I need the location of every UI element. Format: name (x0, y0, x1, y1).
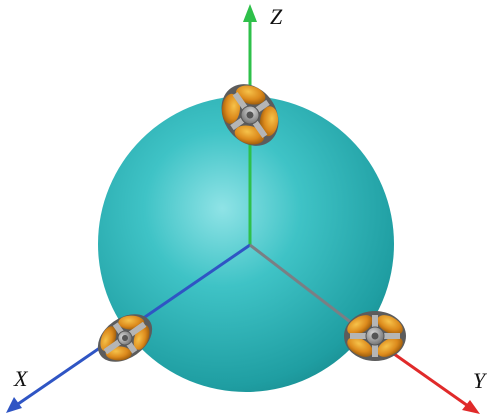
x-axis-label: X (13, 366, 29, 391)
omni-wheel-x (97, 314, 153, 362)
y-axis-label: Y (473, 368, 487, 393)
sphere (98, 96, 394, 392)
omni-wheel-y (344, 311, 406, 361)
omni-wheel-z (221, 84, 279, 146)
z-axis-label: Z (270, 4, 283, 29)
